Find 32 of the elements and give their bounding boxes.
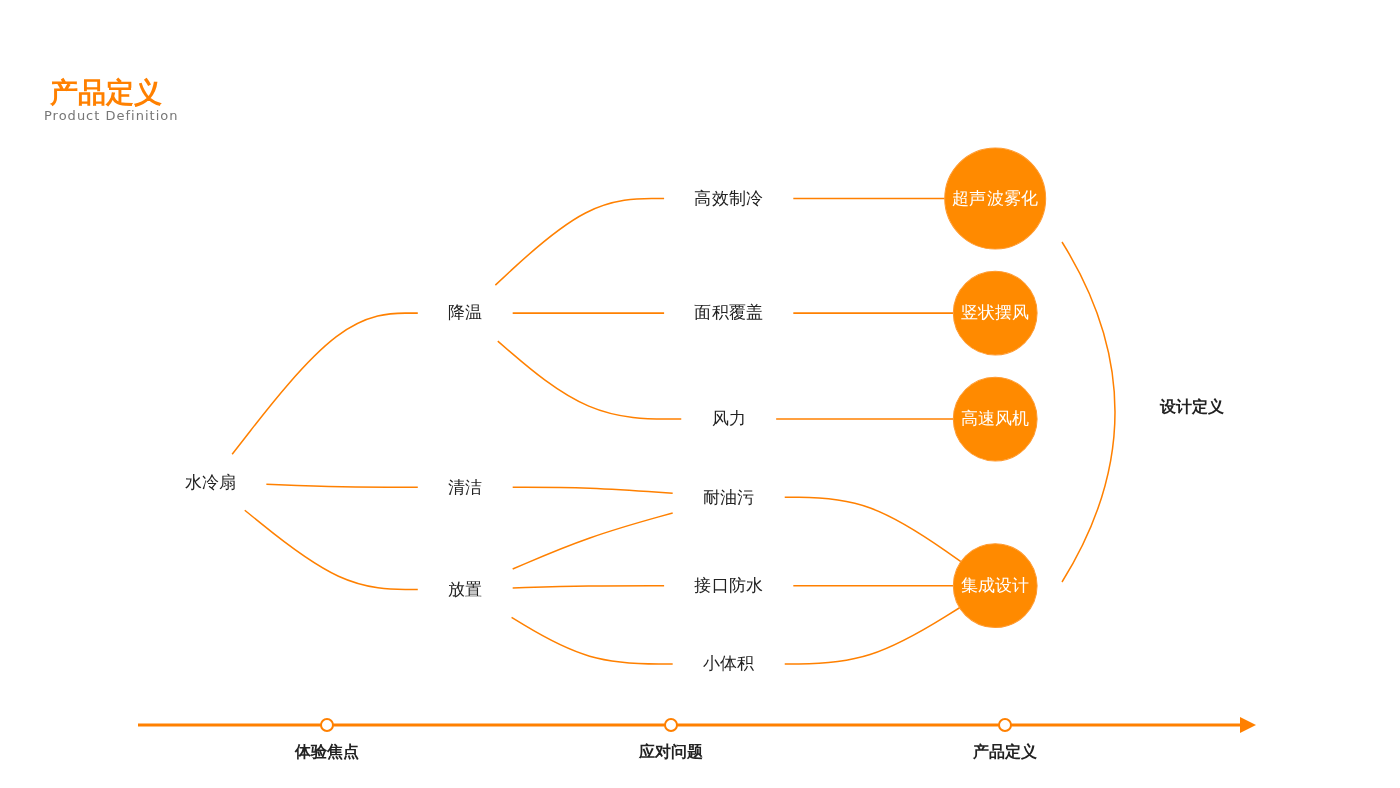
- timeline-label: 体验焦点: [295, 742, 359, 763]
- node-text: 水冷扇: [184, 471, 237, 492]
- connector: [231, 312, 419, 455]
- node-circle: 集成设计: [952, 543, 1038, 629]
- connector: [497, 340, 682, 420]
- timeline-label: 产品定义: [973, 742, 1037, 763]
- node-text: 面积覆盖: [694, 302, 764, 323]
- node-text: 耐油污: [702, 486, 755, 507]
- connector: [494, 197, 665, 286]
- connector: [511, 512, 674, 570]
- connector: [265, 483, 419, 488]
- subtitle: Product Definition: [44, 108, 179, 123]
- connector: [511, 312, 665, 314]
- node-text: 清洁: [448, 476, 483, 497]
- node-text: 接口防水: [694, 574, 764, 596]
- node-text: 高效制冷: [694, 187, 764, 208]
- node-circle: 高速风机: [952, 376, 1038, 462]
- timeline-label: 应对问题: [639, 742, 703, 763]
- connector: [510, 616, 674, 665]
- node-text: 放置: [448, 578, 483, 599]
- connector: [511, 584, 665, 589]
- node-text: 小体积: [702, 653, 755, 674]
- connector: [511, 486, 674, 495]
- diagram-title: 产品定义: [50, 75, 162, 110]
- connector: [783, 607, 961, 665]
- connector: [783, 496, 962, 563]
- node-text: 风力: [711, 408, 746, 429]
- node-circle: 竖状摆风: [952, 270, 1038, 356]
- side-label: 设计定义: [1160, 397, 1224, 418]
- node-circle: 超声波雾化: [944, 147, 1047, 250]
- connector: [244, 509, 419, 591]
- node-text: 降温: [448, 302, 483, 323]
